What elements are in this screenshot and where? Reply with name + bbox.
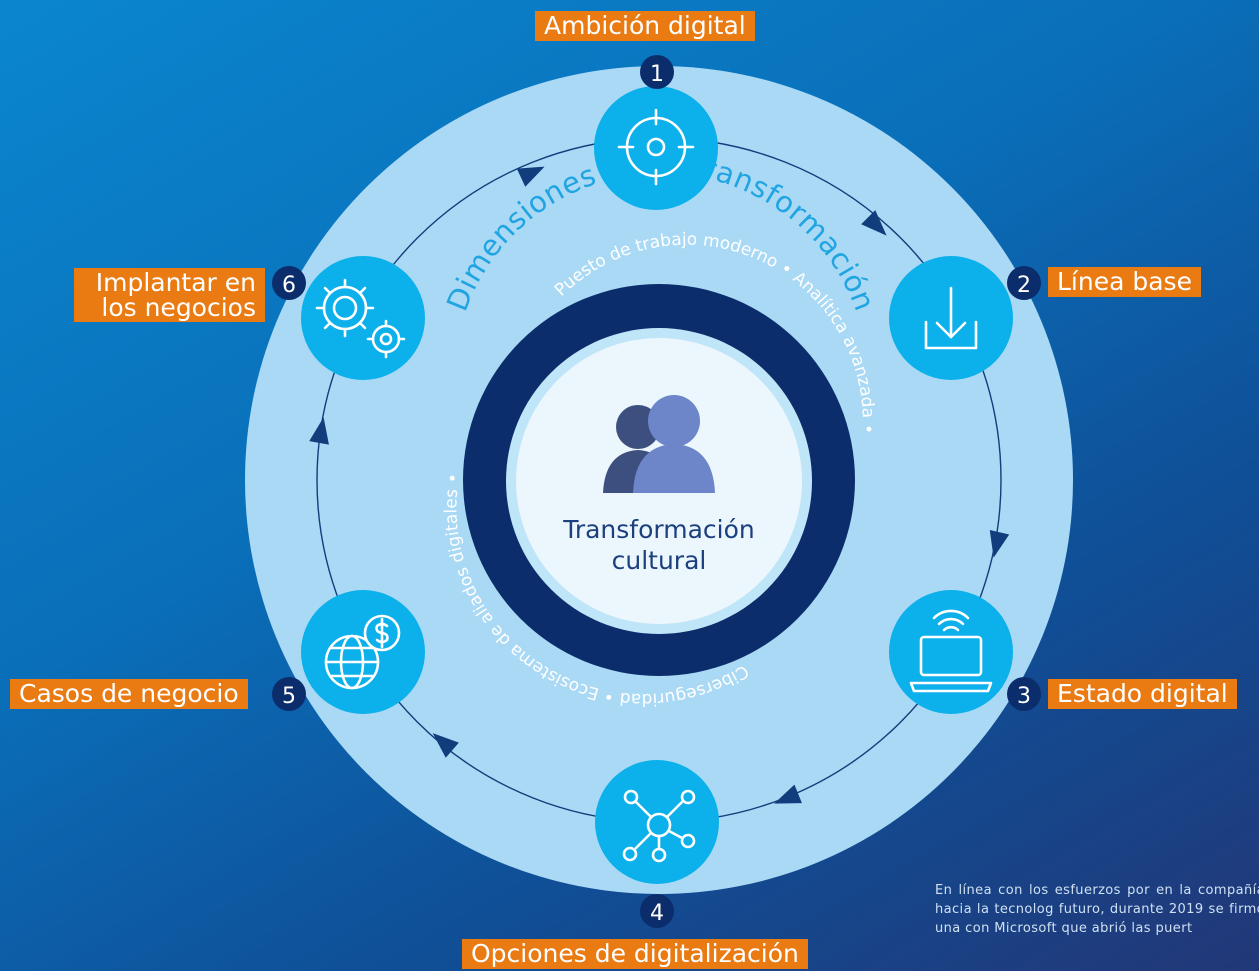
step-3-label: Estado digital [1048, 679, 1237, 709]
step-1-label: Ambición digital [535, 11, 755, 41]
step-4-badge [640, 894, 674, 928]
arrow-head-5 [432, 733, 459, 758]
step-1-circle [594, 86, 718, 210]
step-4-circle [595, 760, 719, 884]
center-title-line2: cultural [612, 546, 707, 575]
corner-body-text: En línea con los esfuerzos por en la com… [935, 883, 1259, 936]
step-6-label-line1: Implantar en [95, 268, 256, 297]
people-icon [603, 395, 715, 493]
arrow-head-4 [774, 784, 802, 804]
step-3-badge [1007, 677, 1041, 711]
laptop-wifi-icon [909, 609, 993, 693]
step-4-number: 4 [650, 901, 664, 926]
arrow-head-3 [989, 530, 1010, 558]
step-6-badge [272, 266, 306, 300]
step-5-number: 5 [282, 684, 296, 709]
step-5-badge [272, 677, 306, 711]
step-3-number: 3 [1017, 684, 1031, 709]
step-4-label: Opciones de digitalización [462, 939, 808, 969]
step-1-number: 1 [650, 62, 664, 87]
network-nodes-icon [622, 789, 696, 863]
globe-dollar-icon [324, 614, 401, 690]
center-title-line1: Transformación [562, 515, 755, 544]
step-1-badge [640, 55, 674, 89]
arrow-head-6 [309, 417, 329, 445]
step-3-circle [889, 590, 1013, 714]
step-2-number: 2 [1017, 273, 1031, 298]
gears-icon [315, 278, 406, 359]
step-5-label: Casos de negocio [10, 679, 248, 709]
step-2-badge [1007, 266, 1041, 300]
step-6-number: 6 [282, 273, 296, 298]
arrow-head-1 [516, 166, 545, 187]
download-icon [924, 286, 978, 350]
step-6-label: Implantar en los negocios [74, 268, 265, 322]
target-icon [617, 108, 695, 186]
step-6-label-line2: los negocios [101, 293, 256, 322]
step-2-label: Línea base [1048, 267, 1201, 297]
arrow-head-2 [861, 210, 887, 236]
